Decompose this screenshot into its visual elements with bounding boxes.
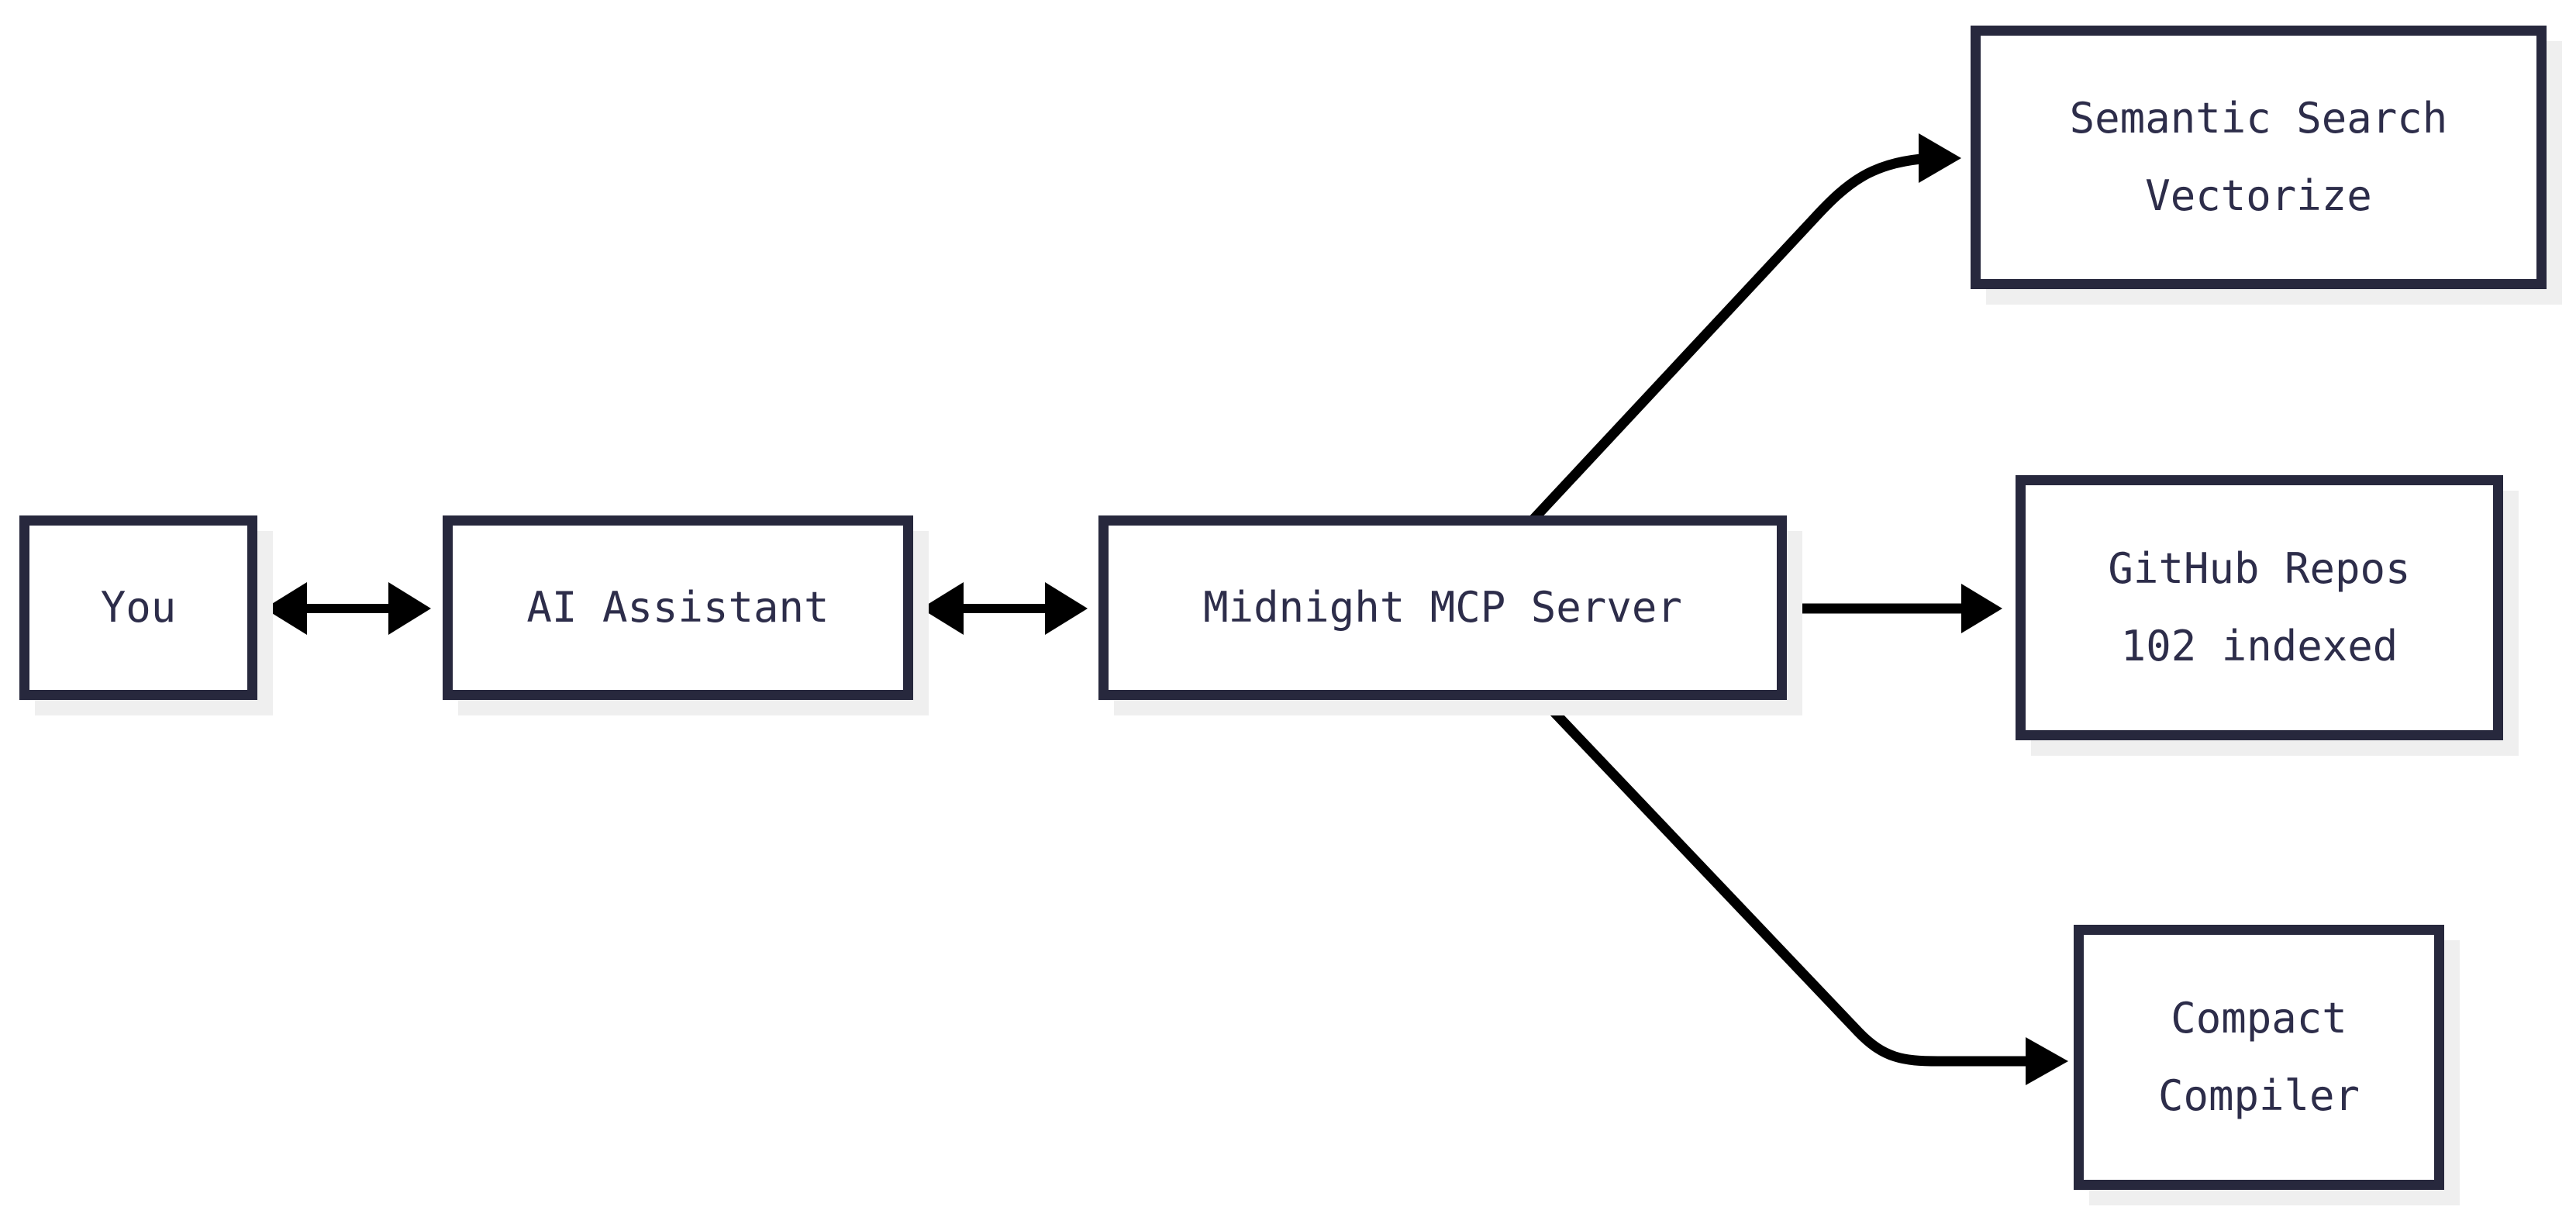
- edge-mcp-github: [1787, 584, 2002, 633]
- node-mcp-server-label: Midnight MCP Server: [1203, 583, 1682, 632]
- edge-ai-mcp-left-arrowhead-icon: [921, 582, 964, 635]
- edge-mcp-compact: [1537, 695, 2068, 1085]
- edge-mcp-github-arrowhead-icon: [1961, 584, 2002, 633]
- edge-ai-mcp: [921, 582, 1088, 635]
- node-you-label: You: [100, 583, 177, 632]
- edge-ai-mcp-right-arrowhead-icon: [1045, 582, 1088, 635]
- node-github-repos-label-line-2: 102 indexed: [2120, 622, 2398, 671]
- edge-mcp-compact-arrowhead-icon: [2026, 1037, 2068, 1085]
- edge-mcp-semantic-line: [1529, 153, 1922, 524]
- node-semantic-search-label-line-1: Semantic Search: [2069, 94, 2448, 143]
- edge-mcp-semantic: [1529, 133, 1961, 524]
- node-ai-assistant-label: AI Assistant: [526, 583, 829, 632]
- node-compact-compiler-label-line-1: Compact: [2171, 994, 2347, 1043]
- node-compact-compiler-label-line-2: Compiler: [2157, 1071, 2360, 1120]
- edge-you-ai: [264, 582, 431, 635]
- edge-mcp-compact-line: [1537, 695, 2027, 1067]
- node-compact-compiler: Compact Compiler: [2074, 925, 2444, 1190]
- node-semantic-search: Semantic Search Vectorize: [1971, 26, 2547, 289]
- node-semantic-search-label-line-2: Vectorize: [2145, 171, 2372, 220]
- node-ai-assistant: AI Assistant: [443, 515, 913, 700]
- node-you: You: [19, 515, 257, 700]
- edge-you-ai-left-arrowhead-icon: [264, 582, 307, 635]
- edge-mcp-semantic-arrowhead-icon: [1919, 133, 1961, 183]
- node-github-repos-label-line-1: GitHub Repos: [2108, 544, 2411, 593]
- edge-you-ai-right-arrowhead-icon: [388, 582, 431, 635]
- node-github-repos: GitHub Repos 102 indexed: [2016, 475, 2503, 740]
- node-mcp-server: Midnight MCP Server: [1098, 515, 1787, 700]
